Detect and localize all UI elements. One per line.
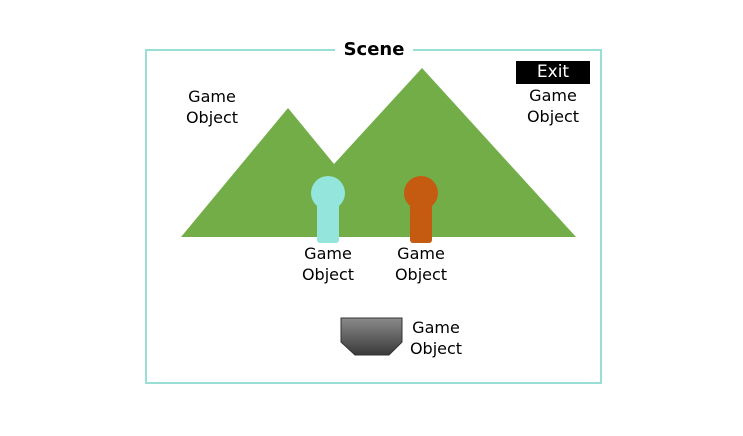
orange-character-label-line1: Game — [397, 244, 445, 263]
exit-object-label-line2: Object — [526, 107, 580, 126]
exit-object-label: Game Object — [521, 85, 585, 127]
mountains-shape — [181, 68, 576, 237]
cyan-character-label-line1: Game — [304, 244, 352, 263]
orange-character-label-line2: Object — [394, 265, 448, 284]
cyan-character-label: Game Object — [296, 243, 360, 285]
orange-character — [404, 176, 438, 243]
orange-character-label: Game Object — [389, 243, 453, 285]
platform-label: Game Object — [404, 317, 468, 359]
platform-label-line2: Object — [409, 339, 463, 358]
exit-button[interactable]: Exit — [516, 61, 590, 84]
mountains-label-line2: Object — [185, 108, 239, 127]
platform-label-line1: Game — [412, 318, 460, 337]
cyan-character — [311, 176, 345, 243]
scene-title: Scene — [335, 37, 413, 63]
exit-object-label-line1: Game — [529, 86, 577, 105]
platform-shape — [340, 317, 403, 356]
cyan-character-label-line2: Object — [301, 265, 355, 284]
mountains-label-line1: Game — [188, 87, 236, 106]
mountains-label: Game Object — [180, 86, 244, 128]
